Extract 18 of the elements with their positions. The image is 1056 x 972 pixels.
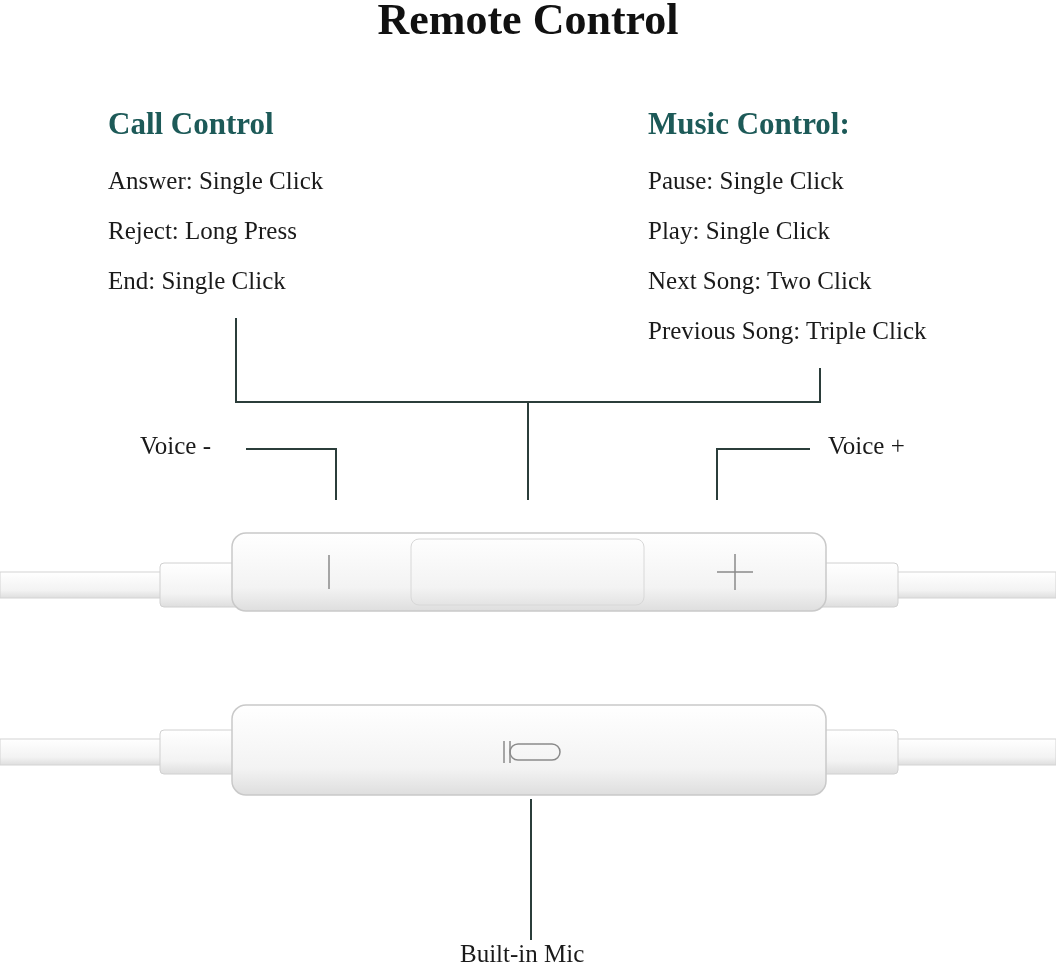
section-heading: Music Control:	[648, 106, 851, 142]
callout-label: Voice +	[828, 432, 938, 466]
instruction-text: Pause: Single Click	[648, 166, 845, 196]
callout-label: Voice -	[140, 432, 250, 466]
instruction-text: Answer: Single Click	[108, 166, 325, 196]
instruction-text: End: Single Click	[108, 266, 287, 296]
callout-label: Built-in Mic	[460, 940, 610, 972]
section-heading: Call Control	[108, 106, 275, 142]
leader-line	[530, 798, 532, 941]
remote-button	[410, 538, 645, 606]
instruction-text: Play: Single Click	[648, 216, 831, 246]
title: Remote Control	[376, 0, 680, 45]
leader-line	[527, 367, 821, 501]
leader-line	[716, 448, 811, 501]
instruction-text: Next Song: Two Click	[648, 266, 873, 296]
instruction-text: Previous Song: Triple Click	[648, 316, 928, 346]
instruction-text: Reject: Long Press	[108, 216, 298, 246]
leader-line	[245, 448, 337, 501]
